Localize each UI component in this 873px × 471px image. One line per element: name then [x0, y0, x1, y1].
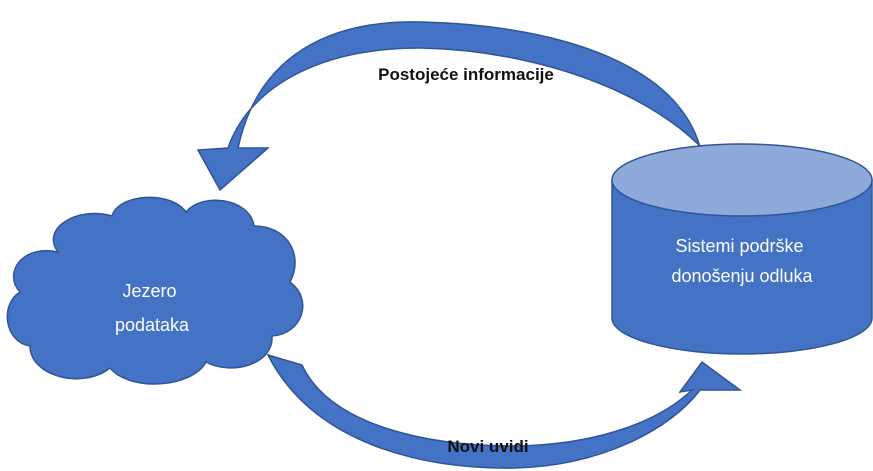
decision-support-label-line-1: Sistemi podrške: [675, 236, 803, 256]
svg-text:Sistemi podrške donošenj: Sistemi podrške donošenju odluka: [671, 236, 813, 286]
cloud-shape: [6, 196, 304, 385]
cylinder-top: [611, 143, 873, 217]
existing-info-arrow: [196, 21, 734, 192]
data-lake-label-line-1: Jezero: [122, 281, 176, 301]
data-lake-cloud: Jezero podataka: [6, 196, 304, 385]
decision-support-label-line-2: donošenju odluka: [671, 266, 813, 286]
data-lake-label-line-2: podataka: [115, 315, 190, 335]
svg-text:Jezero podataka: Jezero podataka: [115, 281, 190, 335]
existing-info-label: Postojeće informacije: [378, 65, 554, 84]
decision-support-cylinder: Sistemi podrške donošenju odluka: [611, 143, 873, 355]
new-insights-arrow: [266, 353, 743, 469]
new-insights-label: Novi uvidi: [447, 437, 528, 456]
cylinder-body: [611, 179, 873, 355]
